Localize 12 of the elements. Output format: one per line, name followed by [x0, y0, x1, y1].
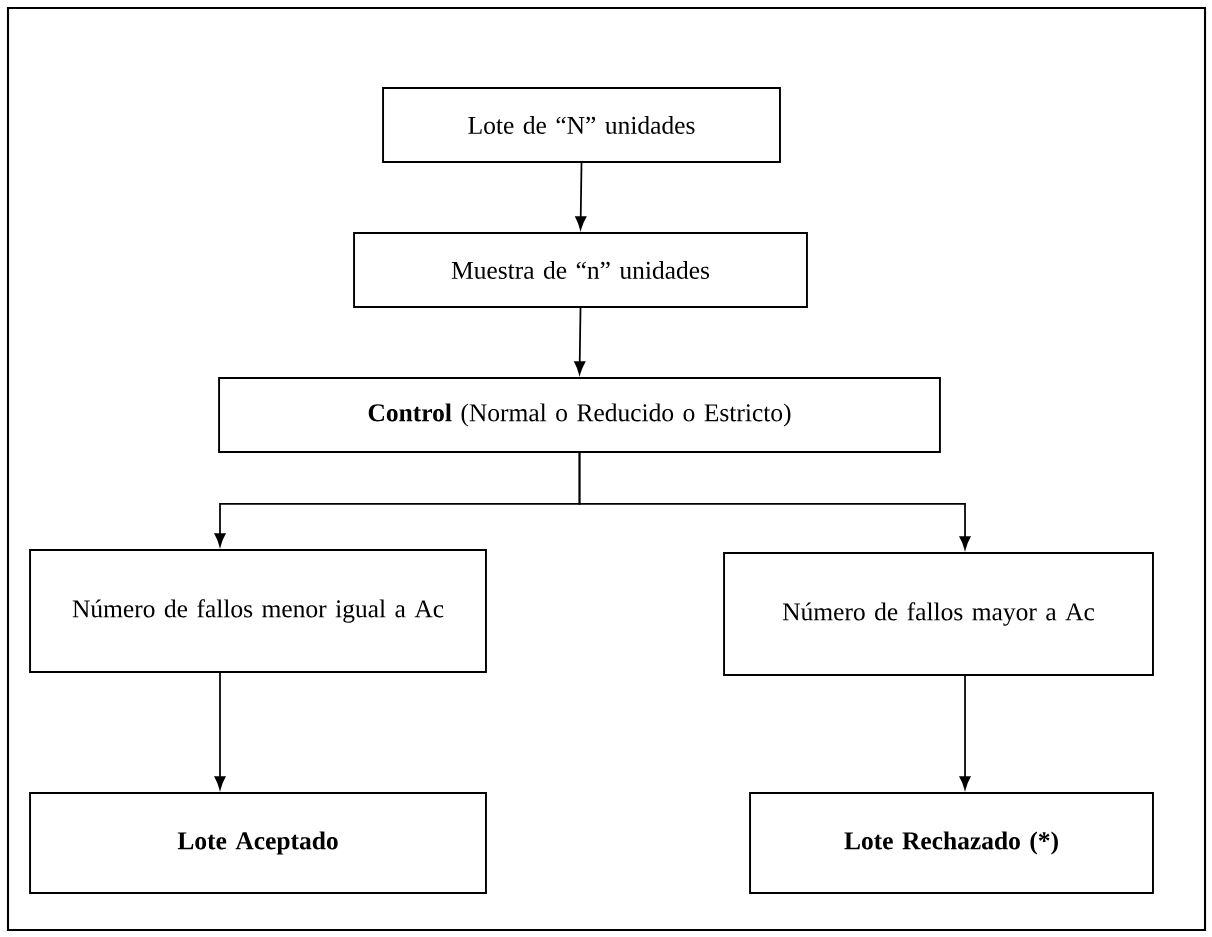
arrow — [959, 675, 971, 790]
process-box: Control (Normal o Reducido o Estricto) — [218, 377, 941, 453]
arrow — [575, 162, 587, 230]
arrow — [574, 307, 586, 375]
process-box: Número de fallos mayor a Ac — [723, 552, 1154, 676]
process-box: Número de fallos menor igual a Ac — [29, 549, 487, 673]
process-box: Muestra de “n” unidades — [353, 232, 808, 308]
process-box: Lote Aceptado — [29, 792, 487, 894]
process-box: Lote de “N” unidades — [382, 87, 781, 163]
arrow — [578, 452, 971, 550]
arrow — [214, 672, 226, 790]
process-box: Lote Rechazado (*) — [749, 792, 1154, 894]
